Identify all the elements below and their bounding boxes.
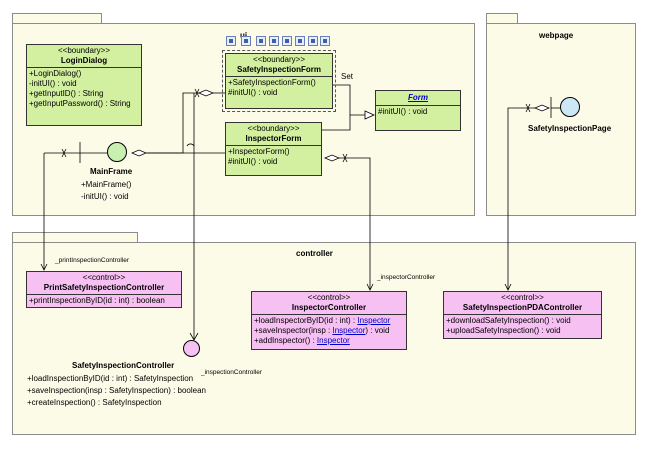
inspector-form-class[interactable]: <<boundary>> InspectorForm +InspectorFor… [225,122,322,176]
login-dialog-op: -initUI() : void [29,79,77,88]
mainframe-circle-icon[interactable] [107,142,127,162]
print-controller-class[interactable]: <<control>> PrintSafetyInspectionControl… [26,271,182,308]
inspector-type-link[interactable]: Inspector [357,316,391,325]
inspector-type-link[interactable]: Inspector [316,336,350,345]
assoc-page-pda [507,107,535,290]
webpage-package[interactable] [486,23,636,216]
inspector-controller-op: +saveInspector(insp : Inspector) : void [254,326,390,335]
inspector-controller-stereotype: <<control>> [307,293,351,302]
set-label: Set [341,72,354,81]
inspector-form-name: InspectorForm [245,134,302,143]
toolbar-button-icon[interactable] [269,36,279,46]
login-dialog-stereotype: <<boundary>> [57,46,111,55]
mainframe-op: +MainFrame() [81,180,132,189]
safety-form-name: SafetyInspectionForm [236,65,321,74]
form-op: #initUI() : void [378,107,428,116]
generalization-safety [333,84,365,116]
toolbar-button-icon[interactable] [308,36,318,46]
inspector-controller-op: +loadInspectorByID(id : int) : Inspector [254,316,391,325]
print-controller-op: +printInspectionByID(id : int) : boolean [29,296,165,305]
toolbar-button-icon[interactable] [295,36,305,46]
safety-inspection-page-name: SafetyInspectionPage [528,124,612,133]
safety-inspection-controller-op: +loadInspectionByID(id : int) : SafetyIn… [27,374,194,383]
safety-inspection-controller-name: SafetyInspectionController [72,361,175,370]
print-controller-name: PrintSafetyInspectionController [43,283,165,292]
safety-inspection-controller-op: +createInspection() : SafetyInspection [27,398,162,407]
webpage-package-name: webpage [539,31,574,40]
form-class[interactable]: Form #initUI() : void [375,90,461,131]
mainframe-diamond [130,149,148,157]
pda-controller-op: +downloadSafetyInspection() : void [446,316,571,325]
aggregation-diamond [197,89,215,97]
inspector-form-op: #initUI() : void [228,157,278,166]
inspector-form-stereotype: <<boundary>> [247,124,300,133]
form-name[interactable]: Form [408,93,428,102]
toolbar-button-icon[interactable] [226,36,236,46]
assoc-inspectorform-controller [339,157,371,290]
login-dialog-op: +getInputID() : String [29,89,104,98]
safety-inspection-controller-op: +saveInspection(insp : SafetyInspection)… [27,386,206,395]
safety-inspection-form-class[interactable]: <<boundary>> SafetyInspectionForm +Safet… [222,50,336,112]
inspector-type-link[interactable]: Inspector [332,326,366,335]
inspector-controller-op: +addInspector() : Inspector [254,336,350,345]
inspector-role-label: _inspectorController [377,274,436,281]
safety-form-stereotype: <<boundary>> [252,55,306,64]
print-role-label: _printInspectionController [55,257,130,264]
pda-controller-name: SafetyInspectionPDAController [462,303,583,312]
mainframe-name: MainFrame [90,167,133,176]
safety-form-op: +SafetyInspectionForm() [228,78,316,87]
login-dialog-op: +getInputPassword() : String [29,99,131,108]
mainframe-op: -initUI() : void [81,192,129,201]
inspector-form-op: +InspectorForm() [228,147,290,156]
pda-controller-class[interactable]: <<control>> SafetyInspectionPDAControlle… [443,291,602,339]
controller-package-name: controller [296,249,333,258]
toolbar-button-icon[interactable] [256,36,266,46]
inspector-controller-class[interactable]: <<control>> InspectorController +loadIns… [251,291,407,350]
ui-package-name: ui [240,31,247,40]
login-dialog-class[interactable]: <<boundary>> LoginDialog +LoginDialog() … [26,44,142,126]
safety-inspection-page-circle-icon[interactable] [560,97,580,117]
login-dialog-op: +LoginDialog() [29,69,82,78]
inspection-role-label: _inspectionController [201,369,263,376]
toolbar-button-icon[interactable] [282,36,292,46]
login-dialog-name: LoginDialog [60,56,108,65]
safety-inspection-controller-icon[interactable] [183,340,200,357]
toolbar-button-icon[interactable] [241,36,251,46]
pda-controller-stereotype: <<control>> [501,293,544,302]
safety-form-op: #initUI() : void [228,88,278,97]
print-controller-stereotype: <<control>> [82,273,126,282]
pda-controller-op: +uploadSafetyInspection() : void [446,326,561,335]
inspector-controller-name: InspectorController [291,303,367,312]
toolbar-button-icon[interactable] [320,36,330,46]
